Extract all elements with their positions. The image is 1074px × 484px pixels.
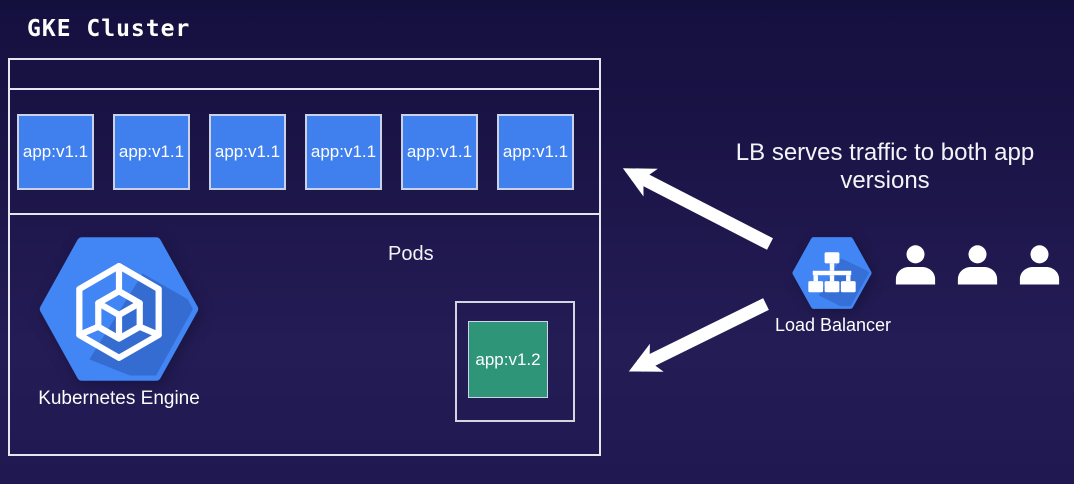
gke-hexagon-cube-icon xyxy=(39,237,199,381)
pod-v2-box: app:v1.2 xyxy=(468,321,548,398)
load-balancer-label: Load Balancer xyxy=(774,315,892,335)
pod-v1-box: app:v1.1 xyxy=(209,114,286,190)
pod-label: app:v1.1 xyxy=(214,142,281,161)
load-balancer-icon xyxy=(792,237,872,309)
pod-v1-box: app:v1.1 xyxy=(113,114,190,190)
pod-v1-box: app:v1.1 xyxy=(401,114,478,190)
lb-annotation: LB serves traffic to both app versions xyxy=(735,139,1035,194)
pod-label: app:v1.1 xyxy=(310,142,377,161)
pod-label: app:v1.2 xyxy=(475,349,541,369)
pod-label: app:v1.1 xyxy=(22,142,89,161)
pod-label: app:v1.1 xyxy=(502,142,569,161)
pod-v1-box: app:v1.1 xyxy=(497,114,574,190)
user-icon xyxy=(1019,245,1060,285)
user-icon xyxy=(895,245,936,285)
pod-label: app:v1.1 xyxy=(118,142,185,161)
kubernetes-engine-label: Kubernetes Engine xyxy=(38,388,200,409)
cluster-body: Pods Kubernetes Engine app:v1.2 xyxy=(10,215,599,450)
pod-v1-box: app:v1.1 xyxy=(17,114,94,190)
cluster-header-strip xyxy=(10,60,599,90)
users-group xyxy=(889,240,1066,293)
user-icon xyxy=(957,245,998,285)
arrow-to-v2-pod xyxy=(628,298,769,372)
pods-row: app:v1.1 app:v1.1 app:v1.1 app:v1.1 app:… xyxy=(10,90,599,215)
pods-label: Pods xyxy=(388,243,434,265)
kubernetes-engine-logo: Kubernetes Engine xyxy=(28,235,210,410)
pod-v2-container: app:v1.2 xyxy=(455,301,575,422)
pod-label: app:v1.1 xyxy=(406,142,473,161)
page-title: GKE Cluster xyxy=(27,16,191,42)
pod-v1-box: app:v1.1 xyxy=(305,114,382,190)
gke-cluster-box: app:v1.1 app:v1.1 app:v1.1 app:v1.1 app:… xyxy=(8,58,601,456)
